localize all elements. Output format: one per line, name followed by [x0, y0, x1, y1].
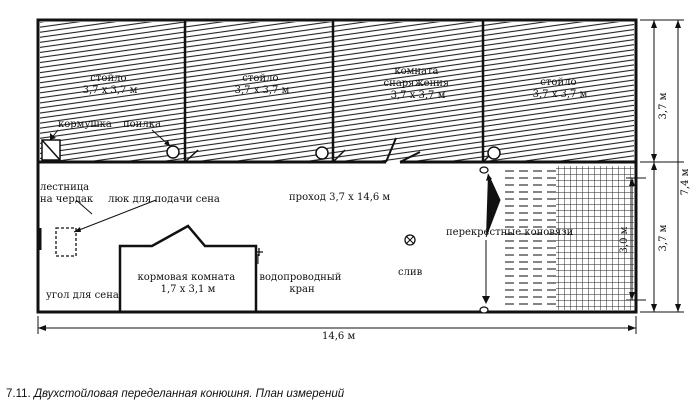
stall-label-3: стойло 3,7 x 3,7 м: [533, 77, 588, 100]
dimension-label-tie-area: 3,0 м: [619, 226, 630, 253]
cross-tie-ring-top: [479, 166, 489, 174]
hay-corner-label: угол для сена: [46, 290, 119, 301]
stall-floor-1: [40, 22, 184, 162]
hay-hatch-label: люк для подачи сена: [108, 194, 220, 205]
stall-label-2: стойло 3,7 x 3,7 м: [235, 73, 290, 96]
dimension-label-stall-depth: 3,7 м: [658, 92, 669, 119]
loft-ladder-label: лестница на чердак: [40, 182, 94, 205]
cross-tie-ring-bottom: [479, 306, 489, 314]
manger-label: кормушка: [58, 119, 112, 130]
aisle-label: проход 3,7 x 14,6 м: [289, 192, 390, 203]
dimension-label-total-width: 7,4 м: [680, 168, 690, 195]
leader-lines: [49, 129, 501, 300]
feed-room-wall: [118, 224, 258, 312]
stall-floor-2: [186, 22, 332, 162]
feed-room-label: кормовая комната 1,7 x 3,1 м: [138, 272, 239, 295]
outer-wall: [36, 18, 638, 314]
dimension-label-length: 14,6 м: [322, 331, 355, 342]
waterer-icon-3: [487, 146, 501, 160]
dimension-arrowheads-right: [629, 20, 681, 312]
stall-label-1: стойло 3,7 x 3,7 м: [83, 73, 138, 96]
drain-label: слив: [398, 267, 423, 278]
waterer-label: поилка: [123, 119, 161, 130]
waterer-icon-1: [166, 145, 180, 159]
arrow-length-right: [628, 325, 636, 331]
stall-door-1: [184, 149, 199, 163]
water-tap-label: водопроводный кран: [259, 272, 344, 295]
tack-room-door: [385, 137, 421, 163]
tack-room-label: комната снаряжения 3,7 x 3,7 м: [384, 66, 453, 101]
dimension-line-length: [37, 316, 637, 334]
manger-icon: [41, 139, 61, 161]
stall-door-2: [332, 149, 346, 163]
tie-area-grid: [556, 166, 634, 310]
leader-arrowheads: [50, 133, 492, 304]
tack-room-floor: [334, 22, 482, 162]
water-tap-icon: [255, 248, 263, 256]
tie-area-dashes: [500, 168, 560, 308]
cross-ties-label: перекрестные коновязи: [446, 227, 574, 238]
hay-hatch-icon: [55, 227, 77, 257]
dimension-label-aisle-width: 3,7 м: [658, 224, 669, 251]
stall-floor-3: [484, 22, 634, 162]
caption-number: 7.11.: [6, 388, 31, 400]
figure-caption: 7.11. Двухстойловая переделанная конюшня…: [6, 388, 344, 400]
waterer-icon-2: [315, 146, 329, 160]
drain-icon-cross: [405, 235, 415, 245]
caption-text: Двухстойловая переделанная конюшня. План…: [33, 388, 345, 400]
arrow-length-left: [38, 325, 46, 331]
dimension-lines-right: [626, 19, 684, 313]
